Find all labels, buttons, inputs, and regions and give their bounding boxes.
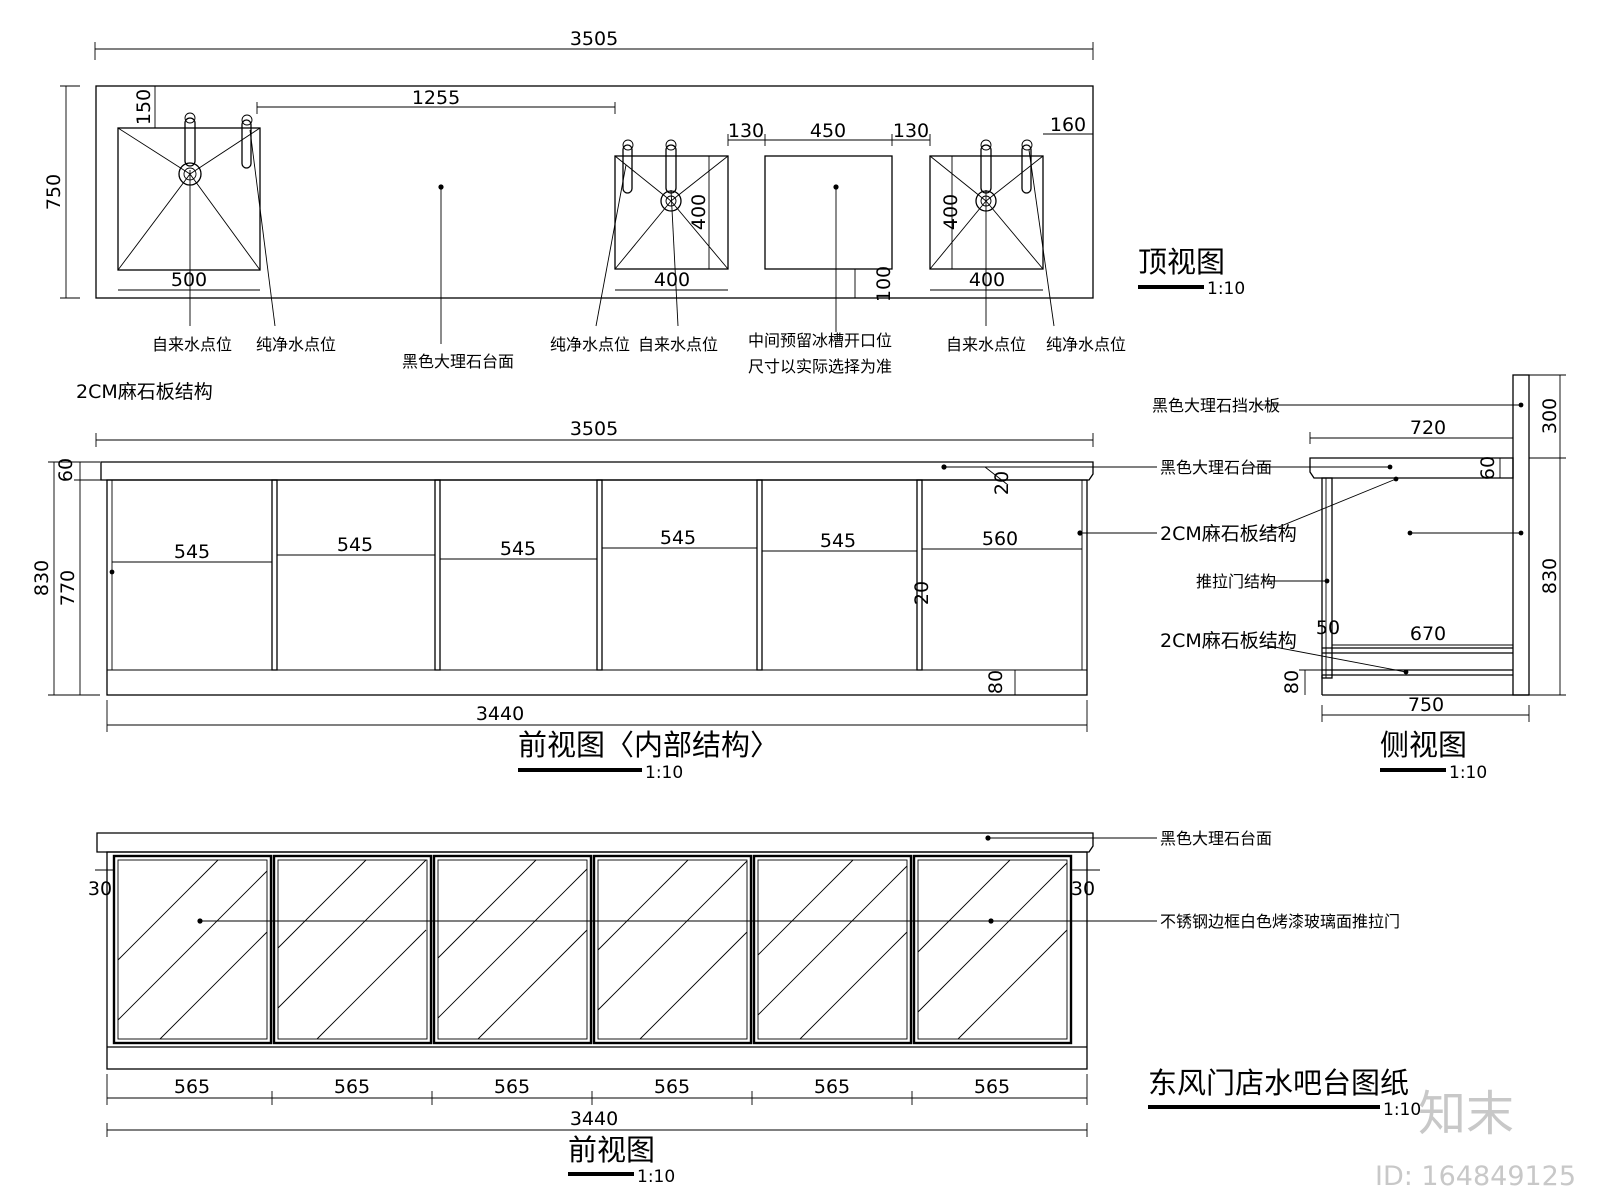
sheet-title: 东风门店水吧台图纸 <box>1148 1066 1409 1100</box>
front-door-dim-6: 565 <box>974 1076 1010 1098</box>
front-inner-view: 2CM麻石板结构 3505 545 545 545 545 545 560 <box>31 381 1297 783</box>
side-top-thickness-dim: 60 <box>1477 456 1499 480</box>
front-inner-scale: 1:10 <box>645 763 683 783</box>
front-inner-body-width-dim: 3440 <box>476 703 524 725</box>
side-sliding-door-label: 推拉门结构 <box>1196 572 1276 591</box>
label-tap-water-2: 自来水点位 <box>638 335 718 354</box>
side-stone-structure-label-2: 2CM麻石板结构 <box>1160 630 1297 652</box>
front-inner-bay-dim-3: 545 <box>500 538 536 560</box>
front-inner-total-height-dim: 830 <box>31 560 53 596</box>
top-small-sink-depth-dim-1: 400 <box>688 194 710 230</box>
middle-small-sink <box>614 139 729 270</box>
front-side-dim-left: 30 <box>88 878 112 900</box>
large-sink <box>117 112 261 271</box>
watermark-logo: 知末 <box>1418 1086 1514 1142</box>
front-view: 不锈钢边框白色烤漆玻璃面推拉门 黑色大理石台面 30 30 565 565 56… <box>88 829 1400 1187</box>
front-door-dim-4: 565 <box>654 1076 690 1098</box>
front-inner-bay-dim-5: 545 <box>820 530 856 552</box>
side-base-dim: 80 <box>1281 670 1303 694</box>
top-view-scale: 1:10 <box>1207 279 1245 299</box>
side-top-depth-dim: 720 <box>1410 417 1446 439</box>
front-inner-bay-dim-2: 545 <box>337 534 373 556</box>
front-inner-bay-dim-6: 560 <box>982 528 1018 550</box>
side-view-scale: 1:10 <box>1449 763 1487 783</box>
front-inner-countertop <box>100 461 1094 481</box>
front-countertop-label: 黑色大理石台面 <box>1160 829 1272 848</box>
front-inner-panel-dim-b: 20 <box>911 581 933 605</box>
top-right-edge-dim: 160 <box>1050 114 1086 136</box>
top-small-sink-width-dim-1: 400 <box>654 269 690 291</box>
top-ice-side-right-dim: 130 <box>893 120 929 142</box>
top-countertop-outline <box>95 85 1094 299</box>
side-shelf-offset-dim: 50 <box>1316 617 1340 639</box>
front-door-dim-3: 565 <box>494 1076 530 1098</box>
top-large-sink-width-dim: 500 <box>171 269 207 291</box>
front-inner-overall-width-dim: 3505 <box>570 418 618 440</box>
glass-hatch <box>117 859 1068 1040</box>
front-door-dim-1: 565 <box>174 1076 210 1098</box>
side-view: 300 830 720 60 50 670 80 750 黑色大理石挡水板 推拉… <box>1152 374 1566 783</box>
front-inner-title: 前视图〈内部结构〉 <box>518 728 779 762</box>
front-inner-body-height-dim: 770 <box>57 570 79 606</box>
top-small-sink-depth-dim-2: 400 <box>940 194 962 230</box>
label-pure-water-3: 纯净水点位 <box>1046 335 1126 354</box>
front-door-panels <box>112 854 1073 1045</box>
top-ice-bottom-dim: 100 <box>873 266 895 302</box>
side-splash-height-dim: 300 <box>1539 398 1561 434</box>
top-small-sink-width-dim-2: 400 <box>969 269 1005 291</box>
label-ice-slot-line2: 尺寸以实际选择为准 <box>748 357 892 376</box>
label-ice-slot-line1: 中间预留冰槽开口位 <box>748 331 892 350</box>
sheet-title-block: 东风门店水吧台图纸 1:10 <box>1148 1066 1421 1120</box>
ice-slot-opening <box>764 155 893 270</box>
front-inner-top-thickness-dim: 60 <box>55 458 77 482</box>
side-countertop <box>1309 457 1514 479</box>
front-side-dim-right: 30 <box>1071 878 1095 900</box>
top-overall-width-dim: 3505 <box>570 28 618 50</box>
label-pure-water-1: 纯净水点位 <box>256 335 336 354</box>
front-overall-width-dim: 3440 <box>570 1108 618 1130</box>
top-edge-to-faucet-dim: 150 <box>133 89 155 125</box>
top-depth-dim: 750 <box>43 174 65 210</box>
front-cabinet-body <box>106 851 1088 1070</box>
front-inner-countertop-label: 黑色大理石台面 <box>1160 458 1272 477</box>
side-splash-label: 黑色大理石挡水板 <box>1152 396 1280 415</box>
top-view: 3505 750 150 500 <box>43 28 1245 376</box>
front-door-dim-2: 565 <box>334 1076 370 1098</box>
label-countertop-top: 黑色大理石台面 <box>402 352 514 371</box>
front-countertop <box>96 832 1094 853</box>
label-pure-water-2: 纯净水点位 <box>550 335 630 354</box>
watermark-id: ID: 164849125 <box>1375 1161 1576 1192</box>
top-ice-side-left-dim: 130 <box>728 120 764 142</box>
front-inner-bay-dim-4: 545 <box>660 527 696 549</box>
front-inner-top-label: 2CM麻石板结构 <box>76 381 213 403</box>
front-inner-bay-dim-1: 545 <box>174 541 210 563</box>
front-door-label: 不锈钢边框白色烤漆玻璃面推拉门 <box>1160 912 1400 931</box>
right-small-sink <box>929 139 1044 270</box>
top-sink-gap-dim: 1255 <box>412 87 460 109</box>
side-shelf-depth-dim: 670 <box>1410 623 1446 645</box>
front-door-dim-5: 565 <box>814 1076 850 1098</box>
label-tap-water-3: 自来水点位 <box>946 335 1026 354</box>
front-view-title: 前视图 <box>568 1133 655 1167</box>
label-tap-water-1: 自来水点位 <box>152 335 232 354</box>
front-inner-stone-structure-label: 2CM麻石板结构 <box>1160 523 1297 545</box>
front-view-scale: 1:10 <box>637 1167 675 1187</box>
top-view-title: 顶视图 <box>1138 245 1225 279</box>
side-view-title: 侧视图 <box>1380 728 1467 762</box>
front-inner-base-dim: 80 <box>985 670 1007 694</box>
top-ice-width-dim: 450 <box>810 120 846 142</box>
sheet-scale: 1:10 <box>1383 1100 1421 1120</box>
side-door-post <box>1321 477 1333 679</box>
side-height-dim: 830 <box>1539 558 1561 594</box>
side-depth-dim: 750 <box>1408 694 1444 716</box>
front-inner-panel-dim-a: 20 <box>991 471 1013 495</box>
